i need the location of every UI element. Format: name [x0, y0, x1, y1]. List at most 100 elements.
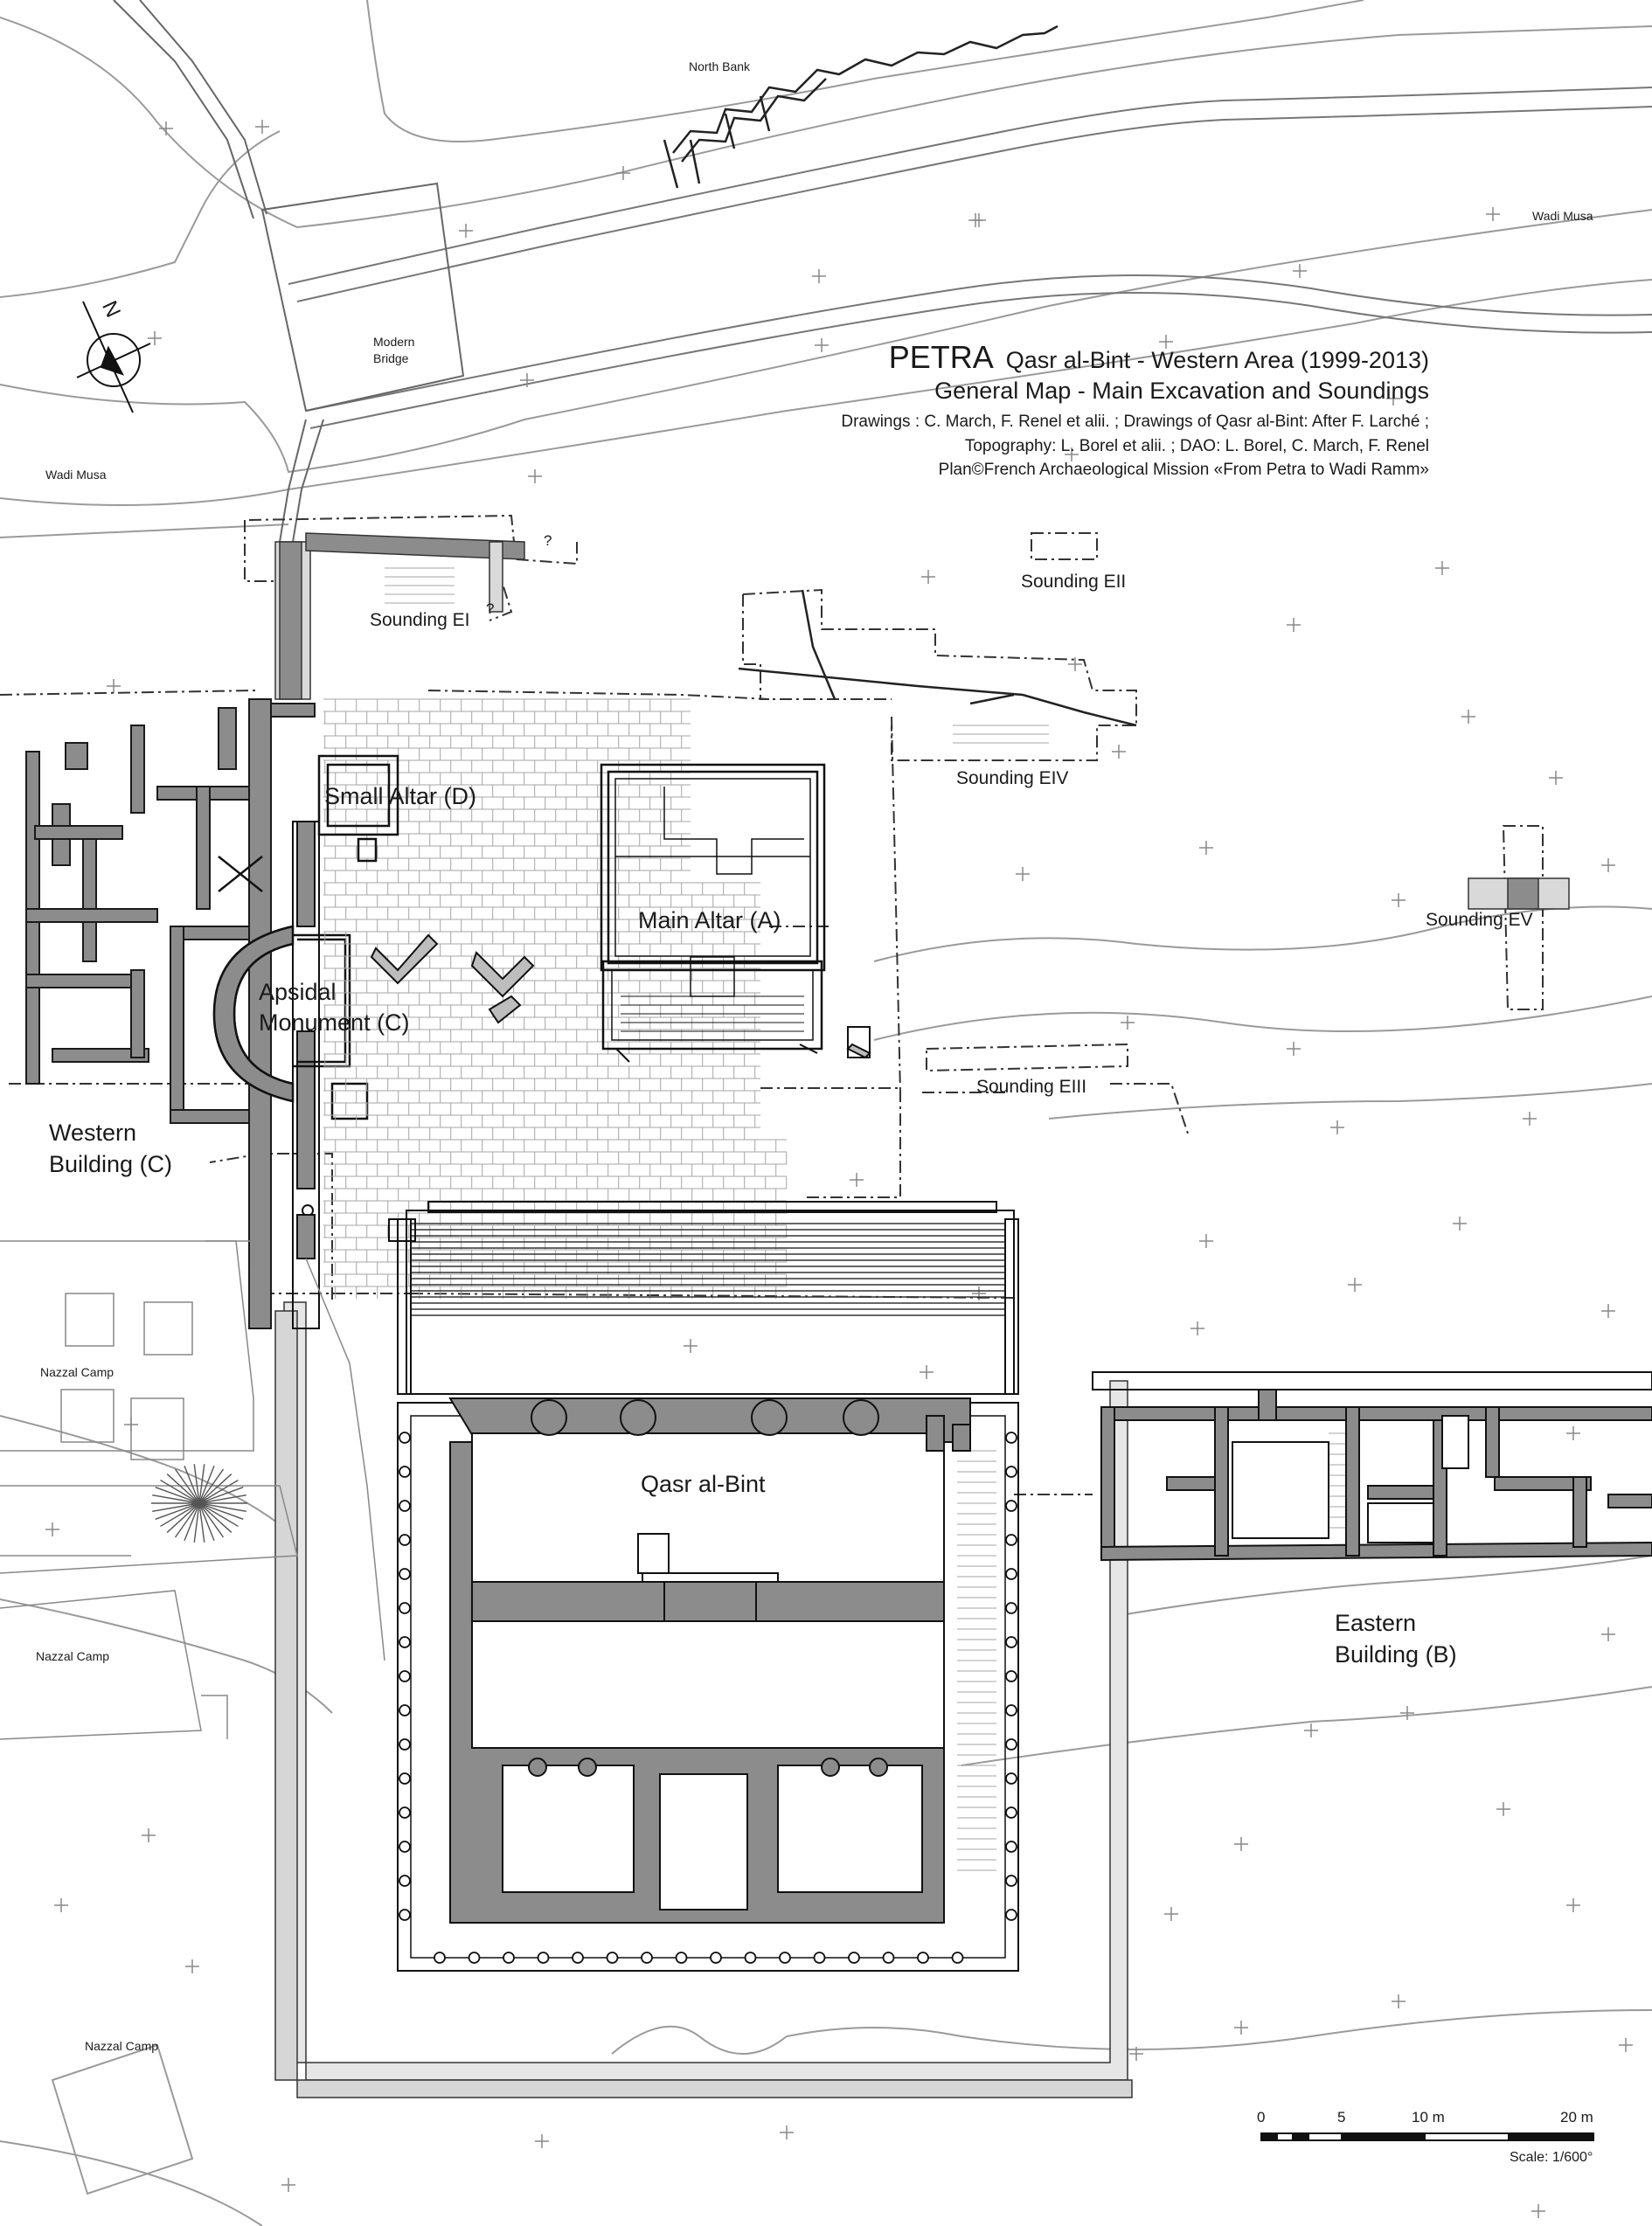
peristyle-column	[1005, 1636, 1017, 1648]
tree-branch	[193, 1464, 200, 1504]
label-sounding-eiv: Sounding EIV	[956, 768, 1069, 788]
river-banks	[288, 87, 1652, 429]
tree-symbol	[151, 1464, 247, 1543]
peristyle-column	[1005, 1466, 1017, 1478]
modern-bridge	[113, 0, 465, 543]
peristyle-column	[468, 1952, 481, 1964]
label-unknown-1: ?	[544, 532, 552, 549]
tree-branch	[160, 1479, 200, 1504]
peristyle-column	[1005, 1875, 1017, 1887]
peristyle-column	[399, 1738, 411, 1751]
qasr-stair-frame	[388, 1201, 1019, 1395]
north-bank-walls	[663, 24, 1059, 189]
label-apsidal-1: Apsidal	[259, 979, 337, 1005]
tree-branch	[198, 1474, 233, 1504]
qasr-temple	[397, 1397, 1019, 1972]
label-wadi-musa-east: Wadi Musa	[1532, 209, 1593, 223]
tree-branch	[198, 1502, 233, 1533]
tree-branch	[152, 1502, 200, 1513]
label-north-bank: North Bank	[689, 59, 751, 73]
peristyle-column	[1005, 1568, 1017, 1580]
peristyle-column	[951, 1952, 964, 1964]
credit-line-3: Plan©French Archaeological Mission «From…	[938, 461, 1429, 480]
peristyle-column	[399, 1806, 411, 1819]
label-sounding-ei: Sounding EI	[370, 610, 470, 630]
label-modern-bridge-2: Bridge	[373, 351, 409, 365]
tree-branch	[198, 1465, 215, 1504]
peristyle-column	[1005, 1602, 1017, 1614]
peristyle-column	[399, 1500, 411, 1512]
tree-branch	[155, 1487, 200, 1504]
site-name: PETRA	[888, 339, 994, 375]
label-apsidal-2: Monument (C)	[259, 1009, 410, 1036]
peristyle-column	[399, 1636, 411, 1648]
peristyle-column	[399, 1466, 411, 1478]
peristyle-column	[1005, 1432, 1017, 1444]
peristyle-column	[1005, 1806, 1017, 1819]
tree-branch	[198, 1502, 215, 1542]
tree-branch	[160, 1502, 200, 1528]
credit-line-1: Drawings : C. March, F. Renel et alii. ;…	[841, 413, 1429, 431]
label-unknown-2: ?	[486, 600, 495, 617]
credit-line-2: Topography: L. Borel et alii. ; DAO: L. …	[964, 436, 1429, 455]
label-nazzal-camp-3: Nazzal Camp	[85, 2039, 159, 2053]
peristyle-column	[399, 1602, 411, 1614]
scale-tick-0: 0	[1257, 2109, 1266, 2125]
peristyle-column	[399, 1670, 411, 1682]
scale-caption: Scale: 1/600°	[1510, 2150, 1593, 2165]
label-sounding-eiii: Sounding EIII	[976, 1077, 1087, 1097]
tree-branch	[198, 1502, 246, 1513]
label-sounding-ev: Sounding EV	[1426, 910, 1533, 930]
label-modern-bridge-1: Modern	[373, 335, 415, 349]
peristyle-column	[848, 1952, 860, 1964]
peristyle-column	[641, 1952, 653, 1964]
qasr-front-columns	[528, 1399, 888, 1777]
peristyle-column	[882, 1952, 895, 1964]
label-eastern-2: Building (B)	[1335, 1641, 1457, 1668]
tree-branch	[198, 1502, 239, 1528]
peristyle-column	[399, 1704, 411, 1716]
peristyle-column	[1005, 1738, 1017, 1751]
peristyle-column	[399, 1432, 411, 1444]
tree-branch	[198, 1502, 225, 1538]
title-subtitle: Qasr al-Bint - Western Area (1999-2013)	[1005, 347, 1429, 373]
tree-branch	[166, 1502, 200, 1533]
peristyle-column	[1005, 1500, 1017, 1512]
peristyle-column	[1005, 1670, 1017, 1682]
nazzal-camp	[0, 1240, 385, 1740]
label-nazzal-camp-1: Nazzal Camp	[40, 1365, 115, 1379]
peristyle-column	[675, 1952, 688, 1964]
tree-branch	[198, 1502, 244, 1520]
tree-branch	[198, 1468, 225, 1504]
tree-branch	[198, 1487, 244, 1504]
peristyle-column	[917, 1952, 929, 1964]
peristyle-column	[399, 1875, 411, 1887]
eiv-lines	[738, 589, 1137, 727]
tree-branch	[198, 1494, 246, 1504]
tree-branch	[166, 1474, 200, 1504]
label-eastern-1: Eastern	[1335, 1610, 1417, 1636]
peristyle-column	[710, 1952, 722, 1964]
wall-fragments	[370, 933, 871, 1059]
peristyle-column	[503, 1952, 515, 1964]
title-line: PETRA Qasr al-Bint - Western Area (1999-2…	[841, 339, 1429, 376]
north-arrow-symbol	[76, 301, 151, 413]
label-small-altar: Small Altar (D)	[324, 783, 477, 809]
peristyle-column	[813, 1952, 826, 1964]
label-wadi-musa-west: Wadi Musa	[45, 468, 107, 482]
tree-branch	[174, 1468, 200, 1504]
peristyle-column	[1005, 1841, 1017, 1853]
label-western-2: Building (C)	[49, 1151, 173, 1177]
apsidal-monument	[212, 856, 369, 1120]
scale-bar-graphic	[1260, 2132, 1594, 2141]
survey-crosses	[45, 120, 1633, 2218]
western-building	[25, 698, 316, 1329]
label-sounding-eii: Sounding EII	[1021, 572, 1127, 592]
tree-branch	[198, 1479, 239, 1504]
peristyle-column	[572, 1952, 584, 1964]
tree-branch	[184, 1502, 200, 1542]
tree-branch	[174, 1502, 200, 1538]
qasr-stairs	[411, 1223, 1005, 1316]
